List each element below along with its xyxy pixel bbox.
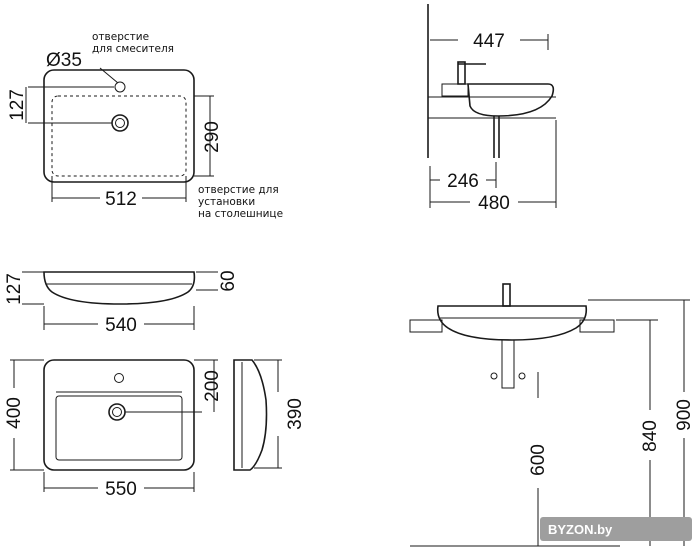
mixer-hole-plan-icon bbox=[114, 373, 124, 383]
watermark-box bbox=[540, 517, 692, 541]
counter-right bbox=[579, 319, 615, 333]
top-view: 127 Ø35 отверстие для смесителя 290 512 … bbox=[7, 31, 283, 220]
dim-200: 200 bbox=[202, 370, 223, 402]
drain-hole-icon bbox=[111, 114, 129, 132]
dim-512: 512 bbox=[105, 189, 137, 210]
counter-note-line2: установки bbox=[198, 196, 255, 208]
installation-view: 600 840 900 bbox=[409, 283, 694, 547]
plan-view: 400 200 550 bbox=[4, 359, 223, 500]
mixer-install-icon bbox=[502, 283, 511, 307]
overflow-block bbox=[441, 83, 469, 97]
dim-550: 550 bbox=[105, 479, 137, 500]
dim-hole-diameter: Ø35 bbox=[46, 50, 82, 71]
dim-400: 400 bbox=[4, 397, 25, 429]
dim-540: 540 bbox=[105, 315, 137, 336]
dim-246: 246 bbox=[447, 171, 479, 192]
dim-127-front: 127 bbox=[4, 273, 25, 305]
drain-inner-icon bbox=[115, 118, 125, 128]
counter-left bbox=[409, 319, 443, 333]
dim-840: 840 bbox=[640, 420, 661, 452]
bolt-right-icon bbox=[518, 372, 526, 380]
dim-600: 600 bbox=[528, 444, 549, 476]
basin-install-outline bbox=[436, 305, 588, 341]
dim-290: 290 bbox=[202, 121, 223, 153]
front-view: 127 60 540 bbox=[4, 270, 239, 336]
watermark-text: BYZON.by bbox=[548, 522, 613, 537]
basin-profile bbox=[467, 83, 555, 117]
mixer-note-line2: для смесителя bbox=[92, 43, 174, 55]
dim-480: 480 bbox=[478, 193, 510, 214]
dim-60: 60 bbox=[218, 270, 239, 291]
counter-note-line3: на столешнице bbox=[198, 208, 283, 220]
drain-install-pipe bbox=[501, 339, 515, 389]
bolt-left-icon bbox=[490, 372, 498, 380]
basin-outline-top bbox=[43, 69, 195, 183]
basin-front-outline bbox=[43, 271, 196, 305]
counter-note-line1: отверстие для bbox=[198, 184, 279, 196]
dim-900: 900 bbox=[674, 399, 694, 431]
dim-447: 447 bbox=[473, 31, 505, 52]
mixer-hole-icon bbox=[114, 81, 126, 93]
watermark: BYZON.by bbox=[540, 517, 692, 541]
dim-127-top: 127 bbox=[7, 89, 28, 121]
mixer-note-leader bbox=[99, 67, 119, 84]
side-view-top: 447 246 480 bbox=[427, 4, 557, 214]
drain-plan-icon bbox=[108, 403, 126, 421]
profile-view: 390 bbox=[233, 359, 306, 471]
basin-profile-side bbox=[233, 359, 268, 471]
mixer-note-line1: отверстие bbox=[92, 31, 149, 43]
basin-bowl-dashed bbox=[51, 95, 187, 177]
dim-390: 390 bbox=[285, 398, 306, 430]
basin-bowl-plan bbox=[55, 395, 183, 461]
basin-outline-plan bbox=[43, 359, 195, 471]
drain-plan-inner-icon bbox=[112, 407, 122, 417]
mixer-body-icon bbox=[457, 61, 466, 85]
